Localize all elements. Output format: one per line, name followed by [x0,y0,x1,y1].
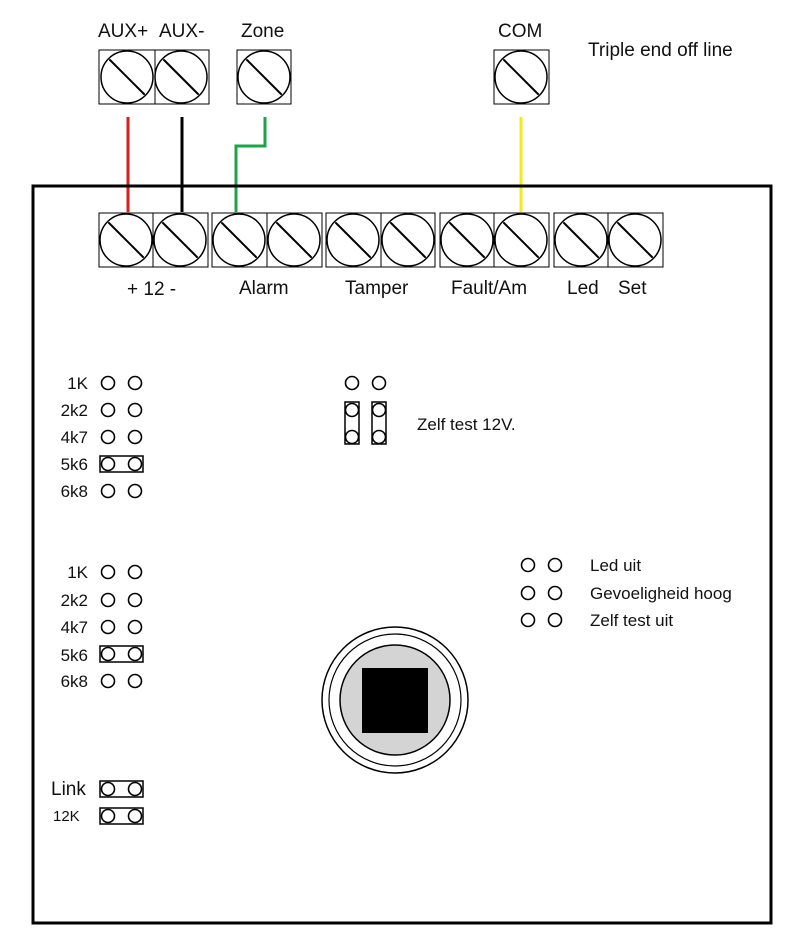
jumper-pin[interactable] [100,429,116,445]
option-jumpers: Led uit Gevoeligheid hoog Zelf test uit [520,556,732,630]
link-jumpers: Link 12K [51,779,144,825]
jumper-pin[interactable] [100,781,116,797]
terminal-alarm-2 [266,212,323,268]
jumper-pin[interactable] [100,483,116,499]
label-fault-am: Fault/Am [451,278,527,299]
resistor-1-label: 4k7 [61,428,88,447]
jumper-pin[interactable] [547,585,563,601]
terminal-fault-1 [439,212,495,268]
jumper-pin[interactable] [547,612,563,628]
jumper-pin[interactable] [371,375,387,391]
terminal-tamper-2 [380,212,436,268]
detector-board [31,184,773,925]
option-label-led-uit: Led uit [590,556,641,575]
jumper-pin[interactable] [547,557,563,573]
jumper-pin[interactable] [520,612,536,628]
terminal-label-com: COM [498,21,542,42]
label-set: Set [618,278,647,299]
label-tamper: Tamper [345,278,409,299]
resistor-1-label: 5k6 [61,455,88,474]
terminal-alarm-1 [211,212,268,268]
terminal-tamper-1 [325,212,382,268]
jumper-pin[interactable] [100,402,116,418]
terminal-label-aux-minus: AUX- [159,21,204,42]
pir-sensor [321,626,469,774]
label-power: + 12 - [127,279,176,300]
resistor-1-label: 6k8 [61,482,88,501]
aux-plus-terminal [98,49,156,105]
link-label: Link [51,779,86,800]
jumper-pin[interactable] [100,564,116,580]
jumper-pin[interactable] [100,673,116,689]
resistor-2-label: 2k2 [61,591,88,610]
resistor-1-label: 1K [67,374,88,393]
jumper-pin[interactable] [127,564,143,580]
jumper-pin[interactable] [127,808,143,824]
resistor-2-label: 1K [67,563,88,582]
zone-terminal [236,49,292,105]
self-test-12v-label: Zelf test 12V. [417,415,516,434]
jumper-pin[interactable] [344,375,360,391]
jumper-pin[interactable] [127,402,143,418]
jumper-pin[interactable] [344,429,360,445]
jumper-pin[interactable] [100,646,116,662]
jumper-pin[interactable] [100,456,116,472]
resistor-selector-group-2: 1K 2k2 4k7 5k6 6k8 [61,563,144,691]
aux-minus-terminal [154,49,210,105]
jumper-pin[interactable] [127,429,143,445]
jumper-pin[interactable] [520,585,536,601]
self-test-12v-jumpers: Zelf test 12V. [344,375,516,445]
jumper-pin[interactable] [100,808,116,824]
jumper-pin[interactable] [127,483,143,499]
jumper-pin[interactable] [127,619,143,635]
jumper-pin[interactable] [127,375,143,391]
com-terminal [493,49,550,105]
jumper-pin[interactable] [520,557,536,573]
resistor-selector-group-1: 1K 2k2 4k7 5k6 6k8 [61,374,144,501]
label-alarm: Alarm [239,278,289,299]
terminal-label-aux-plus: AUX+ [98,21,148,42]
terminal-label-zone: Zone [241,21,284,42]
12k-label: 12K [53,808,80,825]
jumper-pin[interactable] [344,402,360,418]
terminal-led [553,212,609,268]
resistor-2-label: 6k8 [61,672,88,691]
jumper-pin[interactable] [127,592,143,608]
terminal-fault-2 [493,212,550,268]
jumper-pin[interactable] [371,402,387,418]
terminal-set [607,212,664,268]
jumper-pin[interactable] [100,592,116,608]
jumper-pin[interactable] [127,673,143,689]
label-led: Led [567,278,599,299]
jumper-pin[interactable] [100,375,116,391]
terminal-plus [98,212,154,268]
resistor-2-label: 5k6 [61,646,88,665]
board-terminal-strip [98,212,664,268]
jumper-pin[interactable] [127,456,143,472]
resistor-2-label: 4k7 [61,618,88,637]
option-label-zelf-test-uit: Zelf test uit [590,611,673,630]
jumper-pin[interactable] [100,619,116,635]
terminal-minus [152,212,209,268]
jumper-pin[interactable] [127,781,143,797]
jumper-pin[interactable] [371,429,387,445]
option-label-gevoeligheid: Gevoeligheid hoog [590,584,732,603]
diagram-title: Triple end off line [588,40,733,61]
jumper-pin[interactable] [127,646,143,662]
wire-zone [234,117,267,212]
resistor-1-label: 2k2 [61,401,88,420]
